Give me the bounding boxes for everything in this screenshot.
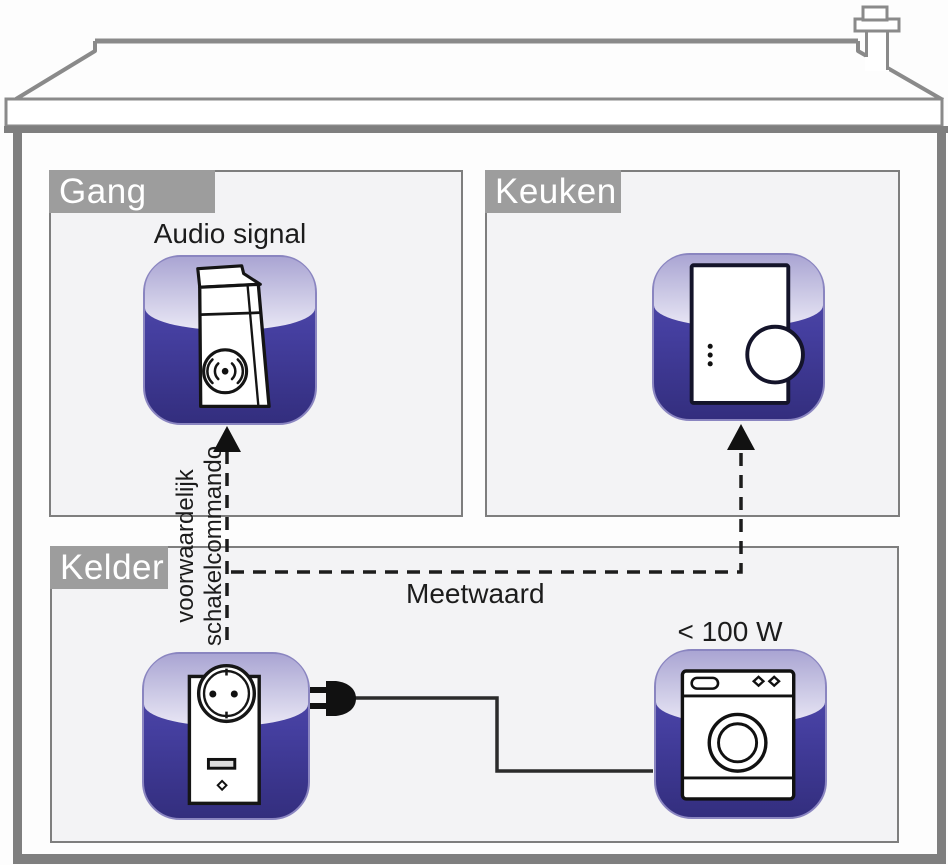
- wireless-siren-icon: [196, 264, 271, 409]
- watt-limit-label: < 100 W: [677, 616, 783, 647]
- switch-command-arrowhead: [213, 426, 241, 452]
- device-tile-washing-machine: [654, 649, 827, 819]
- device-tile-smart-plug: [142, 652, 310, 820]
- power-plug-connector-icon: [310, 681, 356, 716]
- smart-plug-icon: [187, 664, 261, 806]
- roof-slope-left: [14, 41, 97, 101]
- house-walls: [4, 126, 948, 864]
- roof-slope-right: [856, 41, 944, 102]
- thermostat-icon: [689, 263, 805, 405]
- washing-machine-icon: [680, 669, 796, 801]
- meetwaard-label: Meetwaard: [406, 578, 545, 609]
- device-tile-siren: [143, 255, 317, 425]
- room-label-keuken: Keuken: [485, 170, 621, 213]
- audio-signal-label: Audio signal: [153, 218, 307, 249]
- power-cable: [351, 696, 653, 773]
- room-label-gang: Gang: [49, 170, 215, 213]
- chimney-icon: [853, 5, 901, 71]
- meetwaard-arrowhead: [727, 424, 755, 450]
- meetwaard-dashed-line: [231, 451, 743, 574]
- device-tile-thermostat: [652, 253, 825, 421]
- room-label-kelder: Kelder: [50, 546, 168, 589]
